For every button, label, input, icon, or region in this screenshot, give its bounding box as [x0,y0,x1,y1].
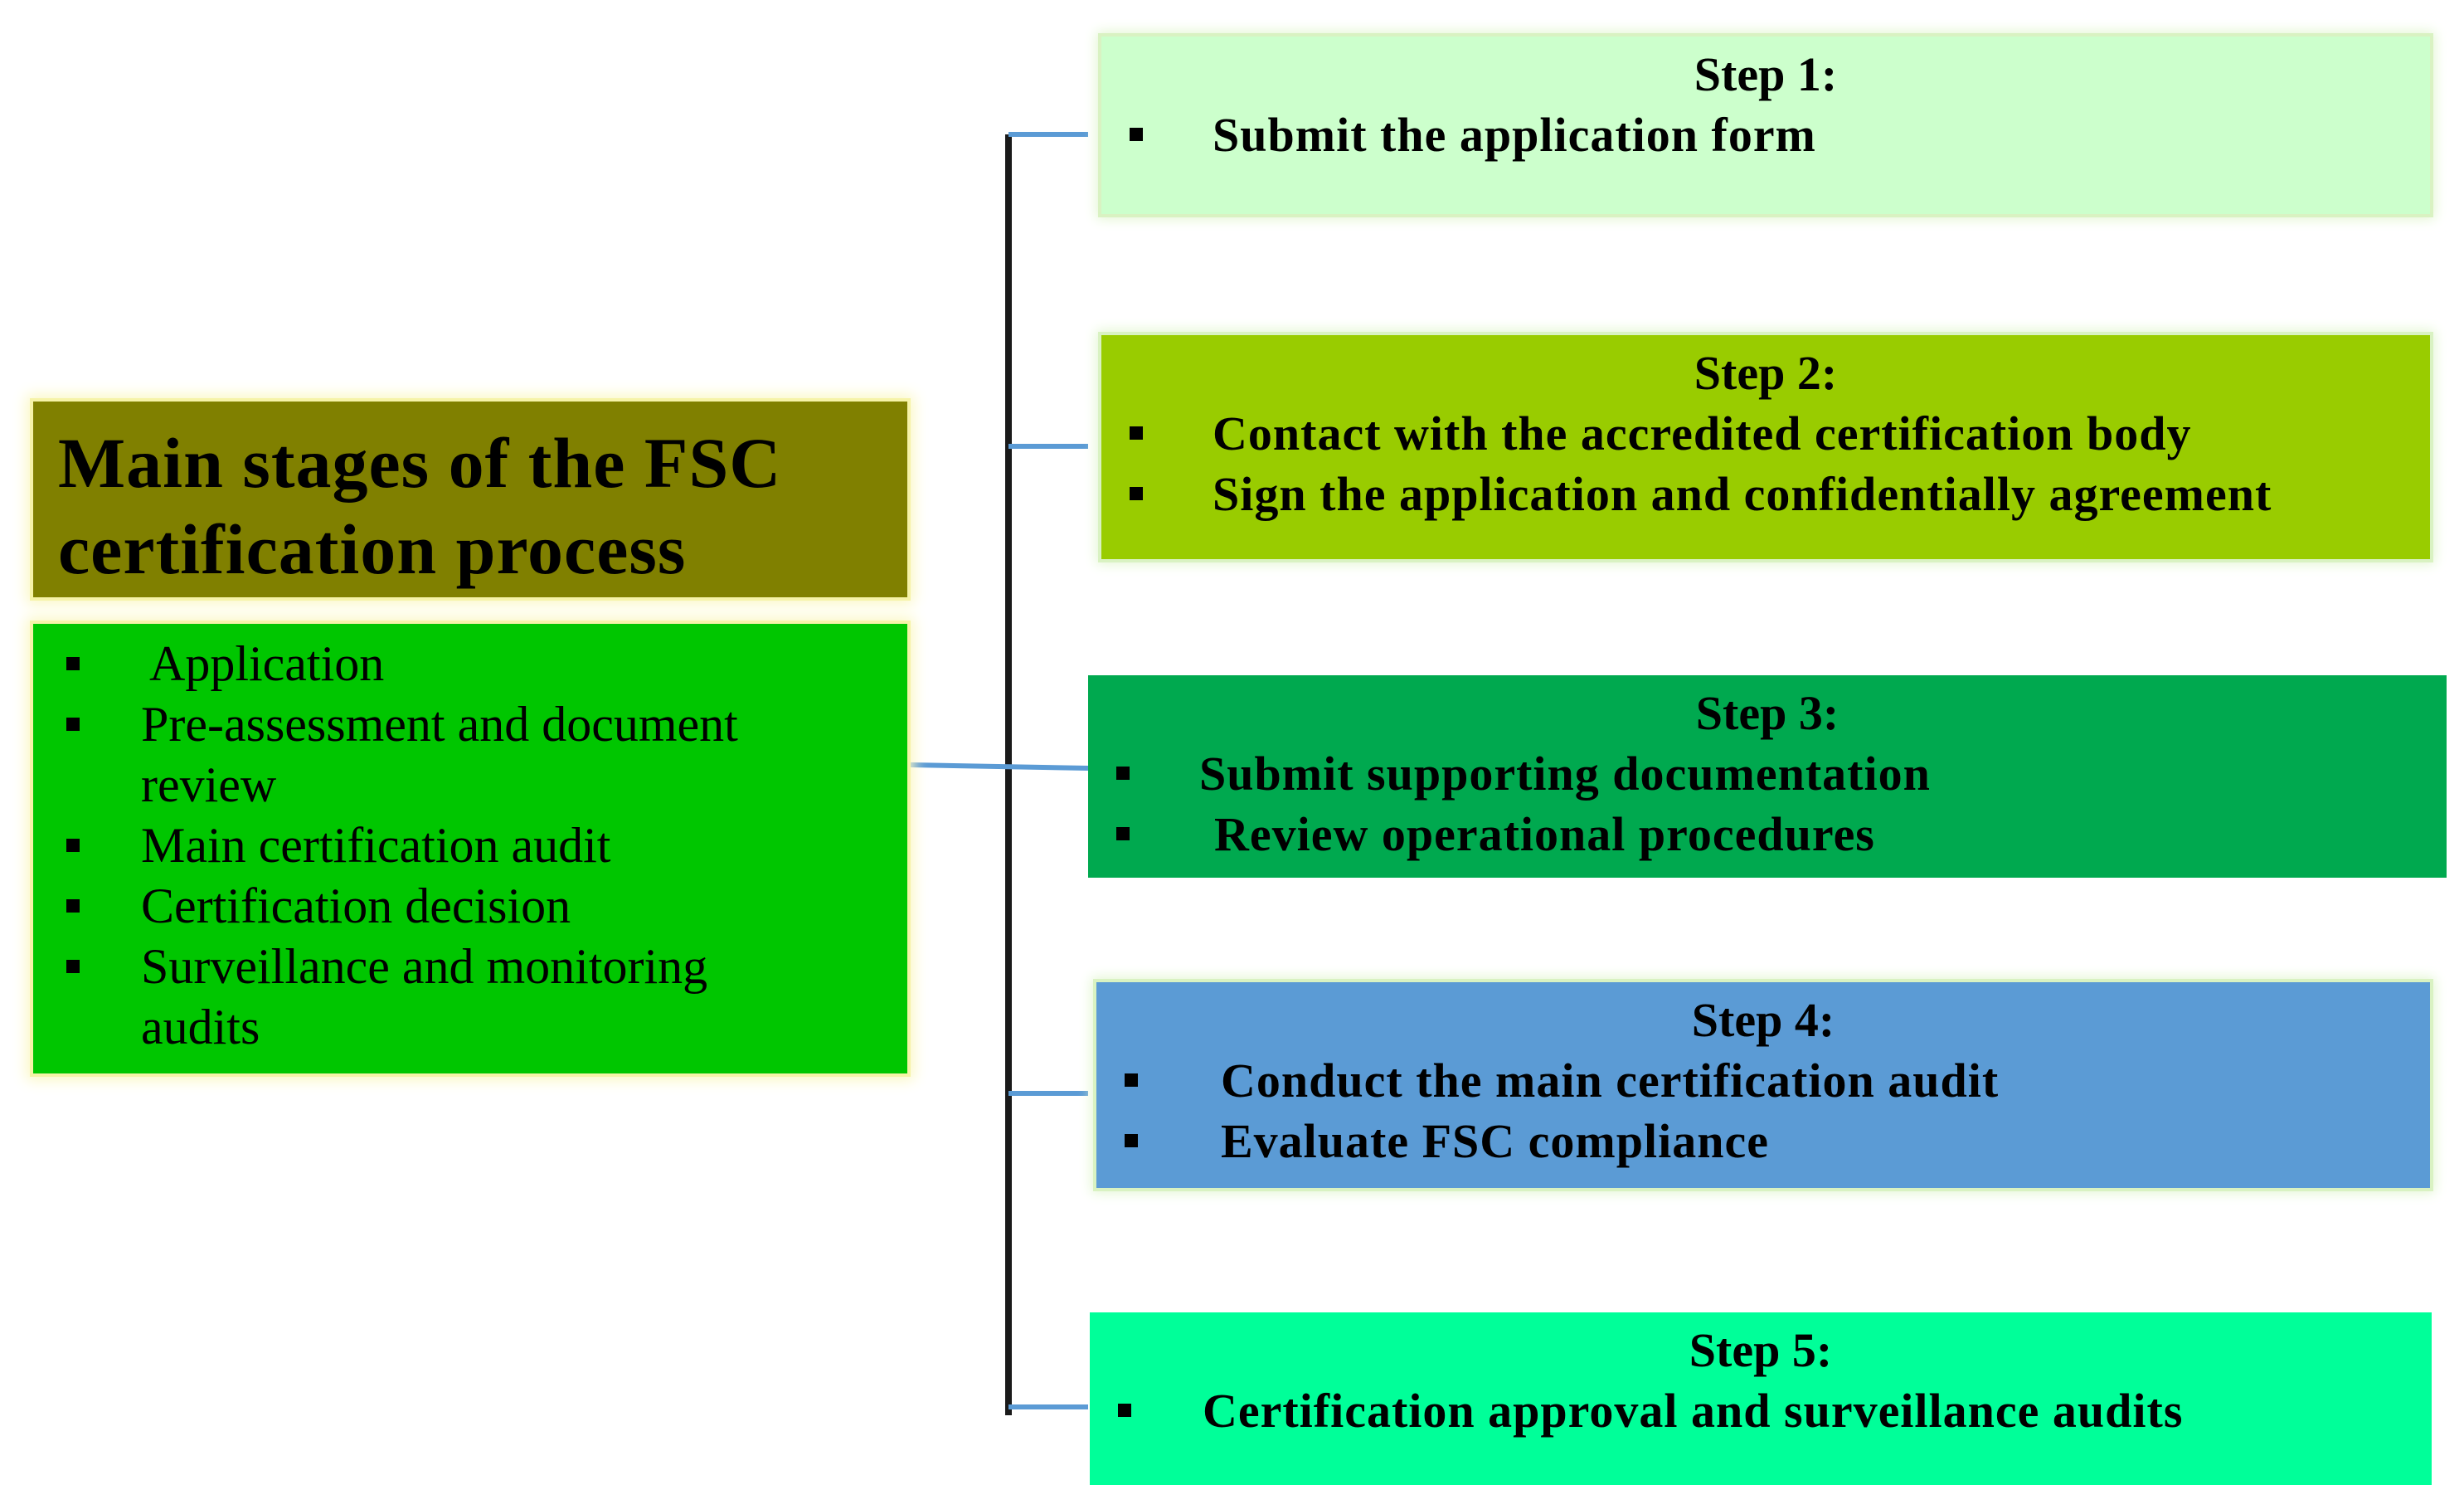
step-2-item: Sign the application and confidentially … [1101,464,2430,524]
step-3-label: Step 3: [1695,686,1839,740]
step-3-item: Review operational procedures [1088,804,2447,864]
main-stages-box: Application Pre-assessment and document … [33,624,907,1073]
stage-item: Certification decision [58,876,882,937]
step-5-item: Certification approval and surveillance … [1090,1380,2432,1441]
step-4-item: Evaluate FSC compliance [1096,1111,2430,1171]
stage-item: Surveillance and monitoring audits [58,937,838,1058]
step-3-box: Step 3: Submit supporting documentation … [1088,675,2447,878]
step-4-item: Conduct the main certification audit [1096,1050,2430,1111]
stage-item: Pre-assessment and document review [58,694,838,815]
step-1-box: Step 1: Submit the application form [1101,37,2430,214]
main-title-line1: Main stages of the FSC [58,423,782,503]
step-4-box: Step 4: Conduct the main certification a… [1096,982,2430,1188]
step-1-label: Step 1: [1694,47,1838,101]
stage-item: Main certification audit [58,815,882,876]
main-title-line2: certification process [58,509,687,589]
step-3-item: Submit supporting documentation [1088,743,2447,804]
step-4-label: Step 4: [1691,993,1835,1047]
stage-item: Application [58,634,882,694]
main-stages-list: Application Pre-assessment and document … [58,634,882,1058]
step-5-box: Step 5: Certification approval and surve… [1090,1312,2432,1485]
step-2-item: Contact with the accredited certificatio… [1101,403,2430,464]
step-2-label: Step 2: [1694,346,1838,400]
step-1-item: Submit the application form [1101,105,2430,165]
step-5-label: Step 5: [1689,1323,1833,1377]
main-title-box: Main stages of the FSC certification pro… [33,402,907,597]
connector-main-branch [910,762,1089,771]
step-2-box: Step 2: Contact with the accredited cert… [1101,335,2430,559]
